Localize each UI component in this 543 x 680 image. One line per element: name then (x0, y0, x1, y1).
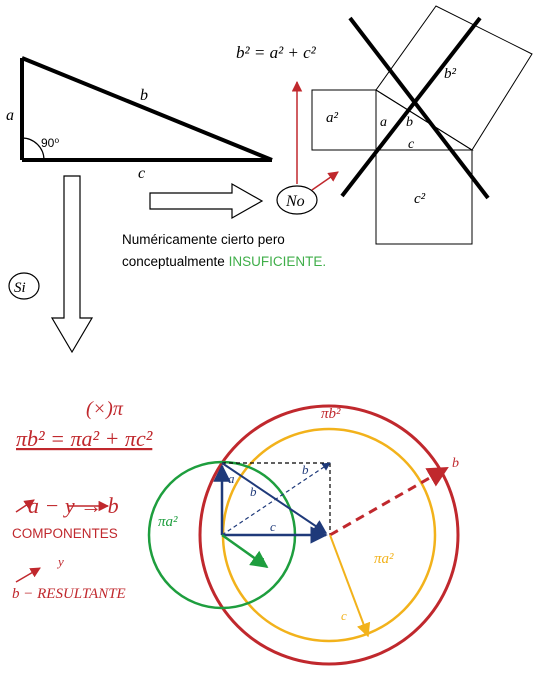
note-insuficiente: INSUFICIENTE. (229, 254, 327, 269)
vector-b-red (329, 466, 449, 537)
inner-label-c: c (408, 137, 415, 152)
inner-label-b: b (406, 115, 413, 130)
triangle-side-b (21, 56, 273, 162)
circle-pi-b2 (198, 404, 460, 666)
label-vec-b: b (250, 484, 257, 499)
label-vec-c-yellow: c (341, 608, 347, 623)
main-pi-formula: πb² = πa² + πc² (16, 426, 153, 451)
vector-a-green (221, 533, 269, 569)
squares-diagram: a² b² c² a b c (311, 5, 533, 245)
times-pi: (×)π (86, 398, 124, 420)
right-angle-arc (21, 137, 45, 161)
resultante-label: b − RESULTANTE (12, 586, 126, 602)
vector-b-navy (221, 462, 328, 534)
no-label: No (285, 193, 305, 210)
note-line-1: Numéricamente cierto pero (122, 232, 285, 247)
triangle-label-b: b (140, 87, 148, 104)
hollow-arrow-down (50, 175, 94, 354)
label-vec-b-red: b (452, 456, 459, 471)
note-line-2-prefix: conceptualmente (122, 254, 229, 269)
no-arrow-diag (311, 171, 339, 191)
label-pi-a2-yellow: πa² (374, 551, 394, 567)
right-triangle: a b c 90⁰ (6, 56, 273, 182)
label-vec-a: a (228, 471, 235, 486)
label-vec-c: c (270, 519, 276, 534)
componentes-label: COMPONENTES (12, 526, 118, 541)
triangle-label-a: a (6, 107, 14, 124)
square-c-label: c² (414, 191, 426, 207)
no-ellipse (276, 185, 318, 215)
y-mark: y (56, 554, 64, 569)
label-pi-a2-green: πa² (158, 514, 178, 530)
square-a-label: a² (326, 110, 339, 126)
hollow-arrow-right (149, 182, 264, 220)
pythagoras-formula: b² = a² + c² (236, 43, 317, 62)
vector-c-yellow (329, 534, 371, 638)
si-ellipse (8, 272, 40, 300)
vector-a-arrow (15, 499, 35, 513)
si-label: Si (14, 280, 26, 296)
label-pi-b2: πb² (321, 406, 341, 422)
cross-line-1 (348, 16, 490, 200)
square-a (311, 89, 377, 151)
inner-label-a: a (380, 115, 387, 130)
angle-label: 90⁰ (41, 136, 59, 150)
bottom-formulas: (×)π πb² = πa² + πc² a − y → b COMPONENT… (12, 398, 153, 602)
triangle-label-c: c (138, 165, 145, 182)
cross-line-2 (340, 16, 482, 198)
circles-diagram: πb² πa² πa² a b c a b b c (147, 404, 460, 666)
inner-triangle (375, 89, 474, 151)
resultante-arrow (15, 567, 41, 583)
label-vec-b-dashed: b (302, 462, 309, 477)
square-b-label: b² (444, 66, 457, 82)
note-line-2: conceptualmente INSUFICIENTE. (122, 254, 326, 269)
label-vec-a-green: a (258, 552, 265, 567)
